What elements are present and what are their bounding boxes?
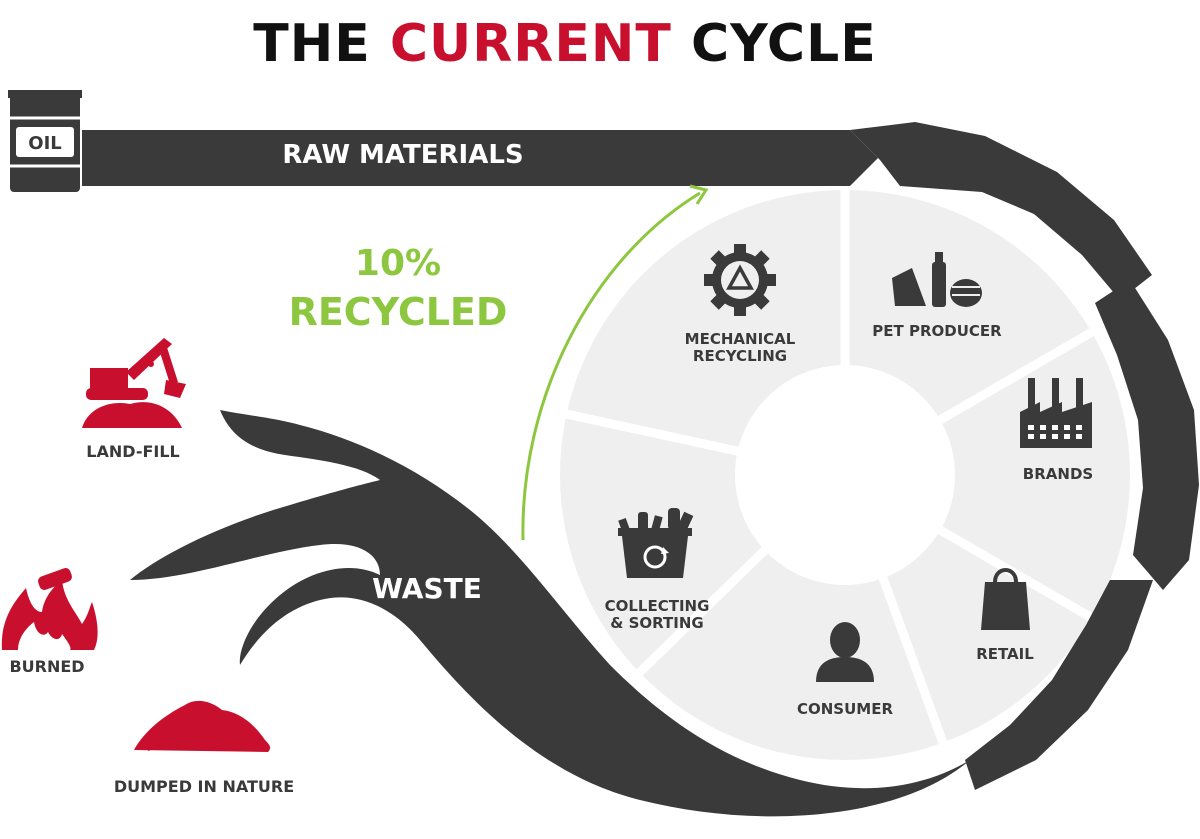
cycle-arrow-segment-1 <box>850 122 1152 300</box>
shopping-bag-icon <box>981 568 1030 630</box>
title-part-2: CYCLE <box>671 14 877 74</box>
excavator-icon <box>82 338 186 428</box>
waste-label: WASTE <box>372 572 482 605</box>
diagram-title: THE CURRENT CYCLE <box>0 14 1130 74</box>
stage-collecting-sorting: COLLECTING & SORTING <box>605 508 710 632</box>
pet-producer-label: PET PRODUCER <box>872 322 1002 340</box>
landfill-label: LAND-FILL <box>86 442 179 461</box>
raw-materials-label: RAW MATERIALS <box>282 140 523 170</box>
oil-barrel-icon: OIL <box>8 90 82 192</box>
brands-label: BRANDS <box>1023 465 1093 483</box>
mechanical-recycling-line-2: RECYCLING <box>693 347 787 365</box>
waste-pile-icon <box>134 700 271 752</box>
recycled-label: RECYCLED <box>289 290 508 334</box>
collecting-sorting-line-1: COLLECTING <box>605 597 710 615</box>
raw-materials-flow: RAW MATERIALS <box>82 130 878 186</box>
waste-stream <box>130 410 970 817</box>
wheel-dividers <box>561 185 1097 748</box>
title-accent: CURRENT <box>389 14 672 74</box>
pet-production-icon <box>892 252 982 307</box>
recycle-gear-icon <box>704 244 776 316</box>
dumped-label: DUMPED IN NATURE <box>114 777 294 796</box>
factory-icon <box>1020 378 1092 448</box>
stage-brands: BRANDS <box>1020 378 1093 483</box>
oil-label: OIL <box>28 133 61 154</box>
recycled-arrow <box>521 184 709 541</box>
stage-mechanical-recycling: MECHANICAL RECYCLING <box>685 244 796 365</box>
person-icon <box>816 622 874 682</box>
title-part-1: THE <box>253 14 390 74</box>
mechanical-recycling-line-1: MECHANICAL <box>685 330 796 348</box>
wheel-hub <box>735 365 955 585</box>
outcome-landfill: LAND-FILL <box>82 338 186 461</box>
retail-label: RETAIL <box>976 645 1034 663</box>
collection-bin-icon <box>618 508 694 578</box>
cycle-arrow <box>850 122 1199 790</box>
fire-icon <box>1 568 98 650</box>
recycled-percent: 10% <box>355 243 441 284</box>
consumer-label: CONSUMER <box>797 700 893 718</box>
stage-pet-producer: PET PRODUCER <box>872 252 1002 340</box>
cycle-arrow-segment-2 <box>1095 280 1199 590</box>
stage-consumer: CONSUMER <box>797 622 893 718</box>
cycle-arrow-segment-3 <box>965 580 1153 790</box>
collecting-sorting-line-2: & SORTING <box>610 614 703 632</box>
raw-materials-band <box>82 130 878 186</box>
waste-flow <box>130 410 970 817</box>
outcome-burned: BURNED <box>1 568 98 676</box>
outcome-dumped: DUMPED IN NATURE <box>114 700 294 796</box>
burned-label: BURNED <box>9 657 84 676</box>
stage-retail: RETAIL <box>976 568 1034 663</box>
